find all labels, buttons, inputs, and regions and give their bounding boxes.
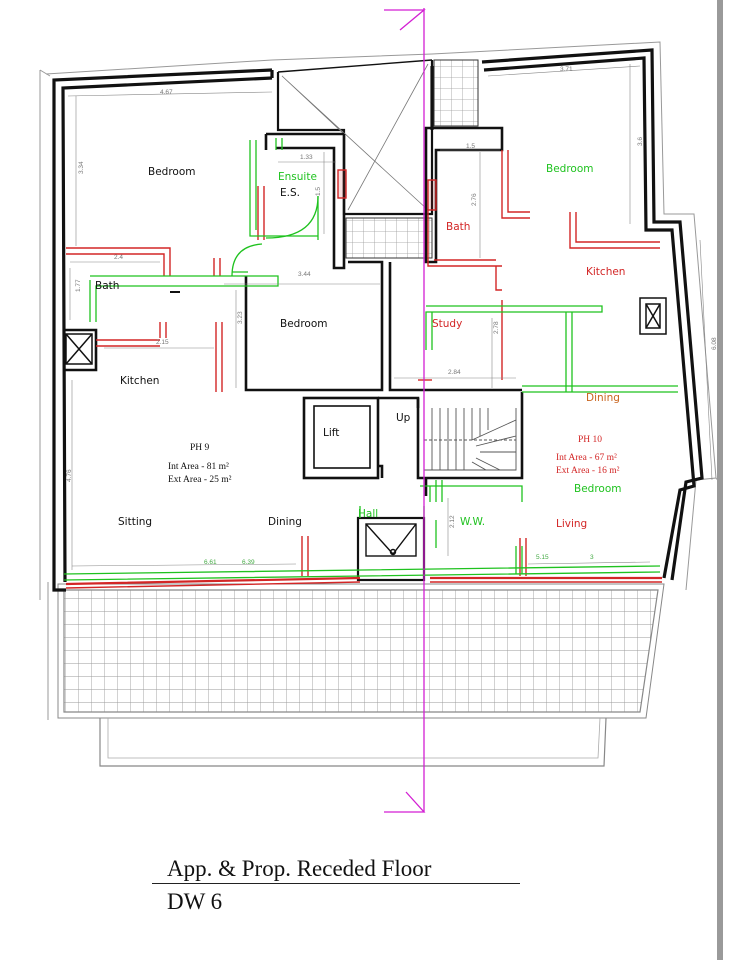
room-label-living: Living	[556, 518, 587, 530]
dim-bottom-right-b: 3	[590, 554, 594, 561]
room-label-kitchen-right: Kitchen	[586, 266, 625, 278]
room-label-ww: W.W.	[460, 516, 485, 528]
caption-underline	[152, 883, 520, 884]
drawing-number: DW 6	[167, 889, 223, 914]
page-edge-bar	[717, 0, 723, 960]
stair-void	[276, 59, 479, 259]
dim-top-right: 3.71	[560, 66, 573, 73]
dimension-lines	[67, 64, 713, 570]
dim-study-w: 2.84	[448, 369, 461, 376]
dim-bottom-left-b: 6.39	[242, 559, 255, 566]
room-label-study: Study	[432, 318, 462, 330]
room-label-lift: Lift	[323, 427, 339, 439]
dim-bedroom-v: 3.23	[237, 311, 244, 324]
room-label-bath-right: Bath	[446, 221, 470, 233]
room-label-kitchen-left: Kitchen	[120, 375, 159, 387]
room-label-dining-left: Dining	[268, 516, 302, 528]
unit-ph9-ext-area: Ext Area - 25 m²	[168, 475, 232, 485]
dimension-labels: 4.67 3.71 3.34 1.33 1.5 1.5 2.76 3.6 2.4…	[66, 66, 718, 566]
dim-left-vertical: 3.34	[78, 161, 85, 174]
dim-top-left: 4.67	[160, 89, 173, 96]
dim-bath-left-v: 1.77	[75, 279, 82, 292]
dim-study-v: 2.78	[493, 321, 500, 334]
dim-ensuite-width: 1.33	[300, 154, 313, 161]
existing-walls	[65, 150, 662, 589]
room-label-hall: Hall	[358, 508, 378, 520]
room-label-sitting: Sitting	[118, 516, 152, 528]
shaft-right	[639, 297, 667, 335]
shaft-left	[65, 333, 93, 365]
hall-platform	[356, 516, 426, 582]
section-line	[384, 8, 426, 813]
proposed-walls	[63, 138, 678, 581]
dim-bath-right-v: 2.76	[471, 193, 478, 206]
room-label-ensuite: Ensuite	[278, 171, 317, 183]
room-label-bedroom-center: Bedroom	[280, 318, 328, 330]
dim-bottom-right-a: 5.15	[536, 554, 549, 561]
dim-sitting-v: 4.76	[66, 469, 73, 482]
dim-far-right-v: 6.08	[711, 337, 718, 350]
stairs	[423, 408, 517, 471]
room-label-bedroom-nw: Bedroom	[148, 166, 196, 178]
dim-kitchen-w: 2.15	[156, 339, 169, 346]
terrace	[47, 582, 665, 767]
dim-bath-right-top: 1.5	[466, 143, 475, 150]
unit-ph10-int-area: Int Area - 67 m²	[556, 453, 617, 463]
dim-right-v: 3.6	[637, 137, 644, 146]
dim-bottom-left-a: 6.61	[204, 559, 217, 566]
interior-walls	[64, 126, 524, 496]
room-label-bath-left: Bath	[95, 280, 119, 292]
room-label-bedroom-ne: Bedroom	[546, 163, 594, 175]
dim-ww-v: 2.12	[449, 515, 456, 528]
drawing-title: App. & Prop. Receded Floor	[167, 856, 432, 881]
unit-ph9-int-area: Int Area - 81 m²	[168, 462, 229, 472]
room-label-es: E.S.	[280, 187, 300, 199]
room-label-up: Up	[396, 412, 411, 424]
room-label-bedroom-right: Bedroom	[574, 483, 622, 495]
unit-ph9-name: PH 9	[190, 443, 210, 453]
room-label-dining-right: Dining	[586, 392, 620, 404]
unit-ph10-name: PH 10	[578, 435, 602, 445]
unit-ph10-ext-area: Ext Area - 16 m²	[556, 466, 620, 476]
unit-labels: PH 9 Int Area - 81 m² Ext Area - 25 m² P…	[168, 435, 620, 485]
dim-ensuite-v: 1.5	[315, 187, 322, 196]
room-labels: Bedroom Ensuite E.S. Bath Bedroom Kitche…	[95, 163, 625, 530]
exterior-walls	[52, 48, 704, 592]
dim-bedroom-w: 3.44	[298, 271, 311, 278]
dim-bath-left-w: 2.4	[114, 254, 123, 261]
